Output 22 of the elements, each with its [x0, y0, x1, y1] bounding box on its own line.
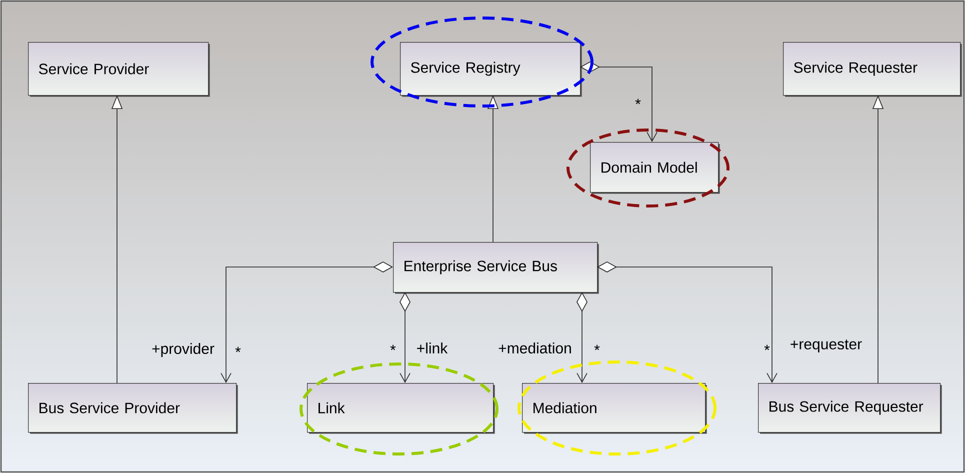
class-box: Enterprise Service Bus	[393, 242, 598, 293]
association-arrow	[580, 62, 658, 142]
class-box: Service Requester	[783, 42, 961, 96]
multiplicity-label: *	[390, 344, 396, 350]
association-arrow	[576, 292, 588, 383]
association-arrow	[400, 292, 410, 383]
multiplicity-label: *	[594, 344, 600, 350]
class-box: Mediation	[522, 383, 706, 433]
class-box: Service Registry	[400, 42, 581, 96]
edge-label: +link	[417, 342, 448, 354]
association-arrow	[597, 262, 778, 383]
class-box: Service Provider	[28, 42, 209, 96]
edge-label: +requester	[790, 340, 862, 352]
multiplicity-label: *	[764, 344, 770, 350]
class-box: Bus Service Provider	[28, 383, 237, 433]
multiplicity-label: *	[235, 346, 241, 352]
class-box: Domain Model	[590, 142, 719, 193]
multiplicity-label: *	[635, 98, 641, 104]
edge-label: +mediation	[498, 342, 571, 354]
class-box: Bus Service Requester	[758, 383, 941, 433]
class-box: Link	[307, 383, 494, 433]
edge-label: +provider	[152, 343, 214, 357]
